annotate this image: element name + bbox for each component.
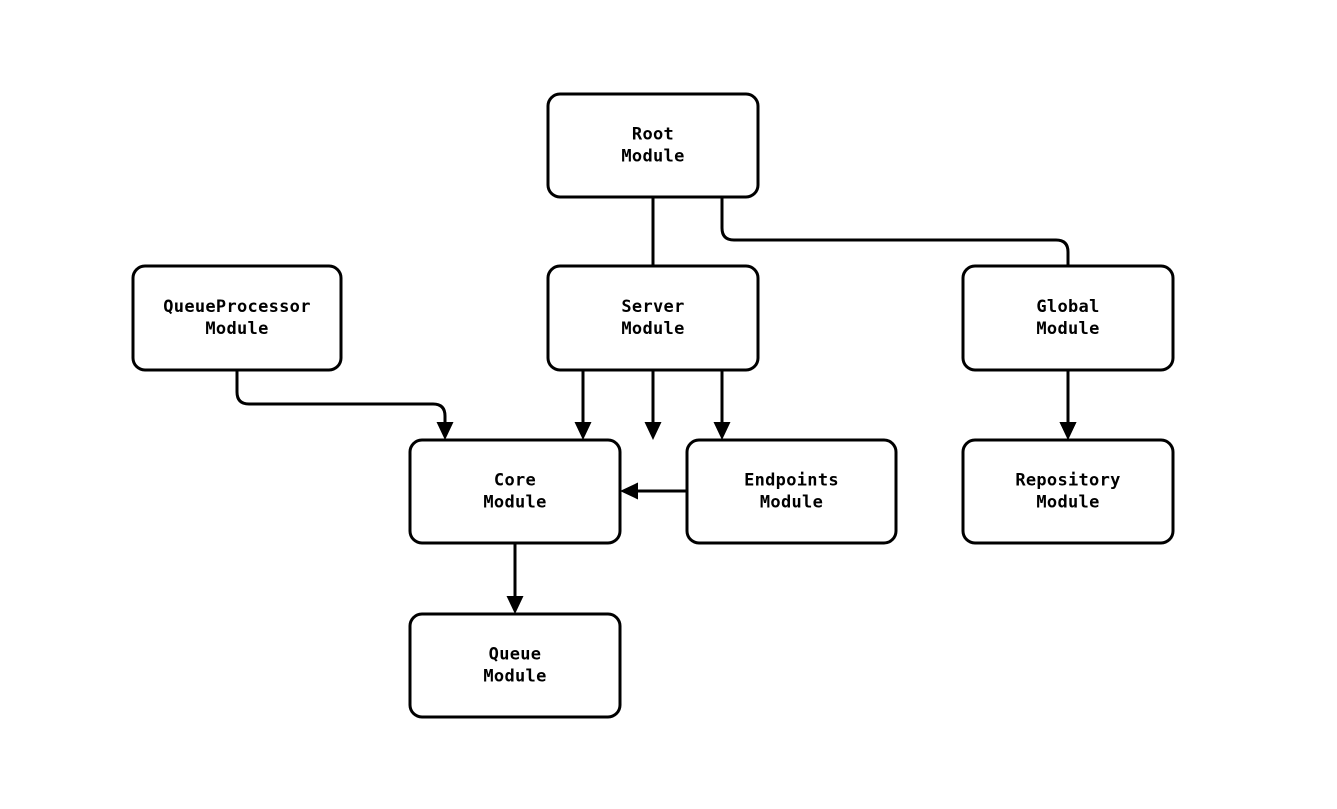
edge-line <box>235 370 447 432</box>
arrowhead-icon <box>713 422 731 440</box>
node-box[interactable] <box>685 438 898 545</box>
edge-line <box>720 197 1070 432</box>
node-label-line1: Repository <box>1015 471 1120 491</box>
node-label-line1: Root <box>632 125 674 145</box>
node-label-line2: Module <box>483 667 546 687</box>
node-label-line2: Module <box>760 493 823 513</box>
edge-server-to-core <box>574 370 592 440</box>
node-label-line1: Queue <box>489 645 542 665</box>
node-label-line1: QueueProcessor <box>163 297 311 317</box>
node-label-line1: Endpoints <box>744 471 839 491</box>
node-box[interactable] <box>131 264 343 372</box>
node-box[interactable] <box>408 438 622 545</box>
arrowhead-icon <box>620 482 638 500</box>
node-box[interactable] <box>961 264 1175 372</box>
edges-layer <box>235 197 1077 614</box>
node-label-line1: Global <box>1036 297 1099 317</box>
node-label-line2: Module <box>1036 319 1099 339</box>
edge-endpoints-to-core <box>620 482 687 500</box>
arrowhead-icon <box>1059 422 1077 440</box>
arrowhead-icon <box>506 596 524 614</box>
edge-global-to-repository <box>1059 370 1077 440</box>
node-label-line2: Module <box>1036 493 1099 513</box>
node-box[interactable] <box>961 438 1175 545</box>
edge-core-to-queue <box>506 543 524 614</box>
node-box[interactable] <box>546 92 760 199</box>
node-box[interactable] <box>408 612 622 719</box>
arrowhead-icon <box>436 422 454 440</box>
node-label-line2: Module <box>621 147 684 167</box>
node-label-line2: Module <box>205 319 268 339</box>
node-label-line1: Server <box>621 297 684 317</box>
edge-server-to-endpoints <box>713 370 731 440</box>
node-box[interactable] <box>546 264 760 372</box>
node-label-line2: Module <box>621 319 684 339</box>
edge-queueprocessor-to-core <box>235 370 454 440</box>
node-label-line2: Module <box>483 493 546 513</box>
node-label-line1: Core <box>494 471 536 491</box>
nodes-layer: RootModuleQueueProcessorModuleServerModu… <box>131 92 1175 719</box>
arrowhead-icon <box>644 422 662 440</box>
arrowhead-icon <box>574 422 592 440</box>
